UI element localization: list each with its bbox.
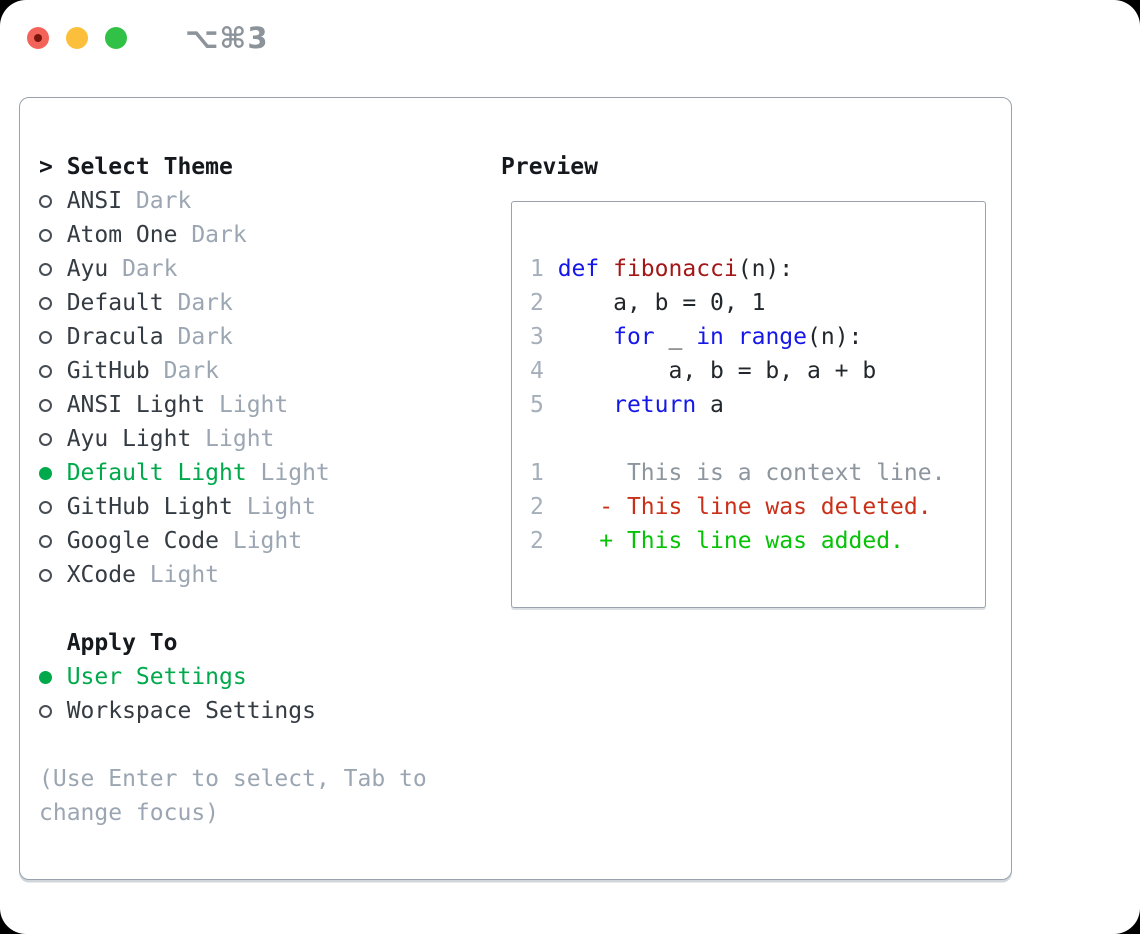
minimize-button[interactable] (66, 26, 88, 49)
theme-variant-label: Light (219, 392, 289, 418)
code-line: 2 a, b = 0, 1 (530, 290, 766, 316)
option-label: Workspace Settings (66, 698, 316, 724)
radio-selected-icon (39, 670, 67, 684)
radio-icon (39, 262, 67, 276)
theme-option[interactable]: Default Light Light (39, 456, 494, 490)
theme-variant-label: Light (246, 494, 316, 520)
theme-variant-label: Light (205, 426, 275, 452)
radio-icon (39, 296, 67, 310)
theme-option[interactable]: Dracula Dark (39, 320, 494, 354)
code-line: 2 - This line was deleted. (530, 494, 932, 520)
zoom-button[interactable] (105, 26, 127, 49)
option-label: XCode (66, 562, 136, 588)
option-label: Ayu (66, 256, 109, 282)
code-line: 1 def fibonacci(n): (530, 256, 794, 282)
apply-to-option[interactable]: User Settings (39, 660, 494, 694)
option-label: Dracula (66, 324, 164, 350)
radio-icon (39, 228, 67, 242)
option-label: User Settings (66, 664, 247, 690)
option-label: GitHub (66, 358, 150, 384)
select-theme-label: Select Theme (66, 154, 233, 180)
radio-icon (39, 330, 67, 344)
spacer (39, 592, 494, 626)
option-label: Default (66, 290, 164, 316)
spacer (39, 728, 494, 762)
theme-variant-label: Dark (122, 256, 178, 282)
radio-selected-icon (39, 466, 67, 480)
theme-variant-label: Dark (191, 222, 247, 248)
theme-variant-label: Dark (163, 358, 220, 384)
radio-icon (39, 534, 67, 548)
option-label: ANSI Light (66, 392, 206, 418)
radio-icon (39, 432, 67, 446)
code-line (530, 422, 985, 456)
focus-caret-icon: > (39, 154, 53, 180)
option-label: GitHub Light (66, 494, 233, 520)
title-bar: ⌥⌘3 (0, 0, 1140, 75)
radio-icon (39, 194, 67, 208)
theme-option[interactable]: Atom One Dark (39, 218, 494, 252)
theme-option[interactable]: GitHub Light Light (39, 490, 494, 524)
theme-option[interactable]: Default Dark (39, 286, 494, 320)
option-label: Atom One (66, 222, 178, 248)
theme-variant-label: Light (232, 528, 303, 554)
window-title: ⌥⌘3 (185, 20, 269, 55)
theme-option[interactable]: Ayu Dark (39, 252, 494, 286)
select-theme-header: > Select Theme (39, 150, 494, 184)
close-button[interactable] (27, 26, 49, 49)
code-line: 2 + This line was added. (530, 528, 904, 554)
theme-option[interactable]: ANSI Dark (39, 184, 494, 218)
option-label: Ayu Light (66, 426, 192, 452)
apply-to-label: Apply To (66, 630, 178, 656)
code-line: 3 for _ in range(n): (530, 324, 863, 350)
help-text-line-2: change focus) (39, 800, 220, 826)
theme-option[interactable]: GitHub Dark (39, 354, 494, 388)
radio-icon (39, 364, 67, 378)
apply-to-header: Apply To (39, 626, 494, 660)
radio-icon (39, 500, 67, 514)
code-line: 5 return a (530, 392, 724, 418)
code-line: 4 a, b = b, a + b (530, 358, 877, 384)
help-text-line-1: (Use Enter to select, Tab to (39, 766, 427, 792)
close-dot-icon (34, 33, 42, 42)
option-label: Default Light (66, 460, 247, 486)
option-label: ANSI (66, 188, 123, 214)
theme-variant-label: Light (260, 460, 330, 486)
theme-option[interactable]: Google Code Light (39, 524, 494, 558)
code-line: 1 This is a context line. (530, 460, 946, 486)
radio-icon (39, 398, 67, 412)
theme-option[interactable]: XCode Light (39, 558, 494, 592)
preview-label: Preview (501, 154, 598, 180)
theme-option[interactable]: ANSI Light Light (39, 388, 494, 422)
theme-option[interactable]: Ayu Light Light (39, 422, 494, 456)
option-label: Google Code (66, 528, 220, 554)
preview-code-box: 1 def fibonacci(n): 2 a, b = 0, 1 3 for _ … (511, 201, 986, 608)
theme-variant-label: Dark (177, 290, 233, 316)
radio-icon (39, 704, 67, 718)
apply-to-option[interactable]: Workspace Settings (39, 694, 494, 728)
theme-variant-label: Dark (135, 188, 192, 214)
theme-variant-label: Dark (177, 324, 233, 350)
theme-variant-label: Light (149, 562, 220, 588)
radio-icon (39, 568, 67, 582)
